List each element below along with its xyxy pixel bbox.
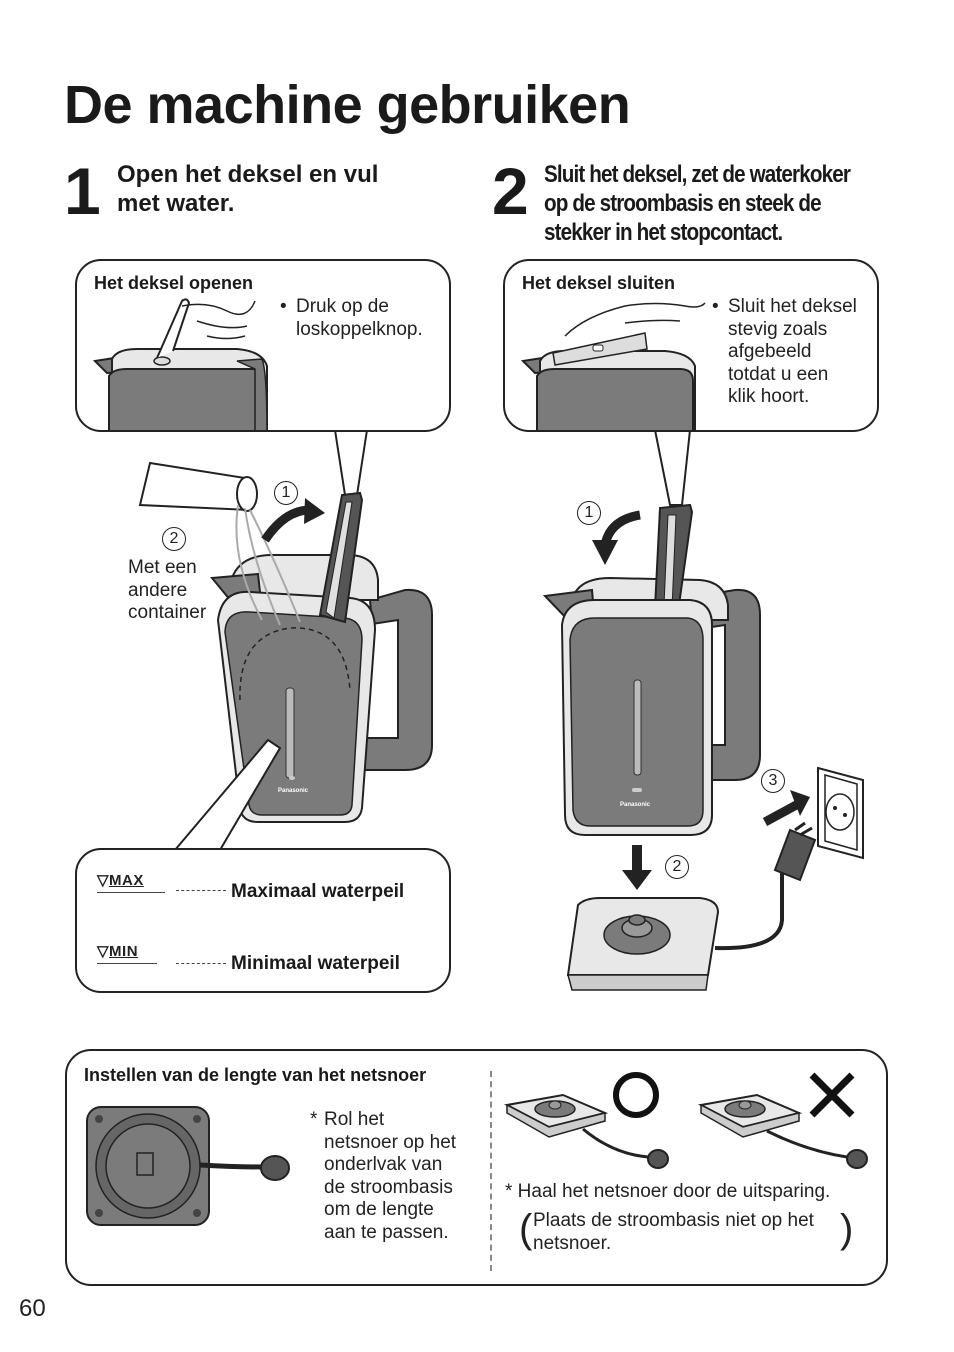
hand-press-illustration xyxy=(92,298,268,430)
paren-right: ) xyxy=(840,1207,854,1251)
correct-circle-icon xyxy=(613,1072,659,1118)
instruction-line: totdat u een xyxy=(728,363,829,385)
instruction-line: loskoppelknop. xyxy=(296,318,423,340)
open-lid-bubble-title: Het deksel openen xyxy=(94,273,254,293)
step-2-circle-2: 2 xyxy=(665,855,689,879)
open-lid-instruction: Druk op de loskoppelknop. xyxy=(296,296,423,341)
step-2-heading-line: stekker in het stopcontact. xyxy=(544,219,783,246)
water-level-bubble: ▽MAX Maximaal waterpeil ▽MIN Minimaal wa… xyxy=(75,848,451,993)
min-mark: ▽MIN xyxy=(97,943,139,960)
base-underside-illustration xyxy=(86,1106,290,1226)
max-level-label: Maximaal waterpeil xyxy=(231,881,405,902)
open-lid-bullet: • xyxy=(280,296,287,317)
max-mark-text: MAX xyxy=(109,872,144,889)
instruction-line: de stroombasis xyxy=(324,1176,453,1198)
min-mark-underline xyxy=(97,963,157,964)
step-2-number: 2 xyxy=(492,154,529,228)
warning-line: netsnoer. xyxy=(533,1232,612,1254)
instruction-line: Rol het xyxy=(324,1109,385,1130)
step-2-heading-line: Sluit het deksel, zet de waterkoker xyxy=(544,161,851,188)
min-mark-text: MIN xyxy=(109,943,139,960)
container-line: Met een xyxy=(128,557,197,578)
correct-base-placement-illustration xyxy=(503,1072,669,1169)
instruction-line: om de lengte xyxy=(324,1199,434,1220)
cord-length-panel: Instellen van de lengte van het netsnoer… xyxy=(65,1049,888,1286)
panel-divider xyxy=(490,1071,492,1271)
step-2-circle-3: 3 xyxy=(761,769,785,793)
step-1-number: 1 xyxy=(64,154,101,228)
kettle-brand-logo: Panasonic xyxy=(620,802,651,808)
max-leader-line xyxy=(176,890,226,891)
warning-line: Plaats de stroombasis niet op het xyxy=(533,1210,814,1231)
cord-wrap-instruction: Rol het netsnoer op het onderlvak van de… xyxy=(324,1109,456,1244)
instruction-line: netsnoer op het xyxy=(324,1131,457,1153)
paren-left: ( xyxy=(519,1207,533,1251)
max-mark: ▽MAX xyxy=(97,872,144,889)
step-2-heading: Sluit het deksel, zet de waterkoker op d… xyxy=(544,160,888,247)
page-title: De machine gebruiken xyxy=(64,75,631,135)
close-lid-instruction: Sluit het deksel stevig zoals afgebeeld … xyxy=(728,296,857,409)
container-line: container xyxy=(128,602,207,623)
close-lid-bubble-title: Het deksel sluiten xyxy=(522,273,676,293)
page-number: 60 xyxy=(19,1295,46,1322)
hand-close-illustration xyxy=(520,302,706,430)
step-1-circle-1: 1 xyxy=(274,481,298,505)
instruction-line: onderlvak van xyxy=(324,1154,443,1175)
instruction-line: afgebeeld xyxy=(728,341,812,362)
step-2-circle-1: 1 xyxy=(577,501,601,525)
instruction-line: klik hoort. xyxy=(728,386,810,407)
cord-asterisk: * xyxy=(310,1109,318,1130)
step-1-heading-line: met water. xyxy=(117,190,235,217)
cord-placement-warning: Plaats de stroombasis niet op het netsno… xyxy=(533,1210,814,1255)
step-2-heading-line: op de stroombasis en steek de xyxy=(544,190,822,217)
close-lid-bullet: • xyxy=(712,296,719,317)
open-lid-bubble: Het deksel openen • Druk op de loskoppel… xyxy=(75,259,451,432)
instruction-line: stevig zoals xyxy=(728,318,828,340)
min-level-label: Minimaal waterpeil xyxy=(231,953,400,974)
step-1-circle-2: 2 xyxy=(162,527,186,551)
instruction-line: Sluit het deksel xyxy=(728,296,857,317)
cord-panel-title: Instellen van de lengte van het netsnoer xyxy=(84,1065,427,1085)
container-line: andere xyxy=(128,579,188,601)
other-container-label: Met een andere container xyxy=(128,557,206,625)
instruction-line: Druk op de xyxy=(296,296,389,317)
instruction-line: aan te passen. xyxy=(324,1221,449,1243)
close-lid-bubble: Het deksel sluiten • Sluit het deksel st… xyxy=(503,259,879,432)
incorrect-base-placement-illustration xyxy=(697,1072,868,1169)
kettle-brand-logo: Panasonic xyxy=(278,788,309,794)
step-1-heading: Open het deksel en vul met water. xyxy=(117,160,378,218)
step-1-heading-line: Open het deksel en vul xyxy=(117,161,379,188)
max-mark-underline xyxy=(97,892,165,893)
min-leader-line xyxy=(176,963,226,964)
cord-notch-note: * Haal het netsnoer door de uitsparing. xyxy=(505,1181,831,1202)
